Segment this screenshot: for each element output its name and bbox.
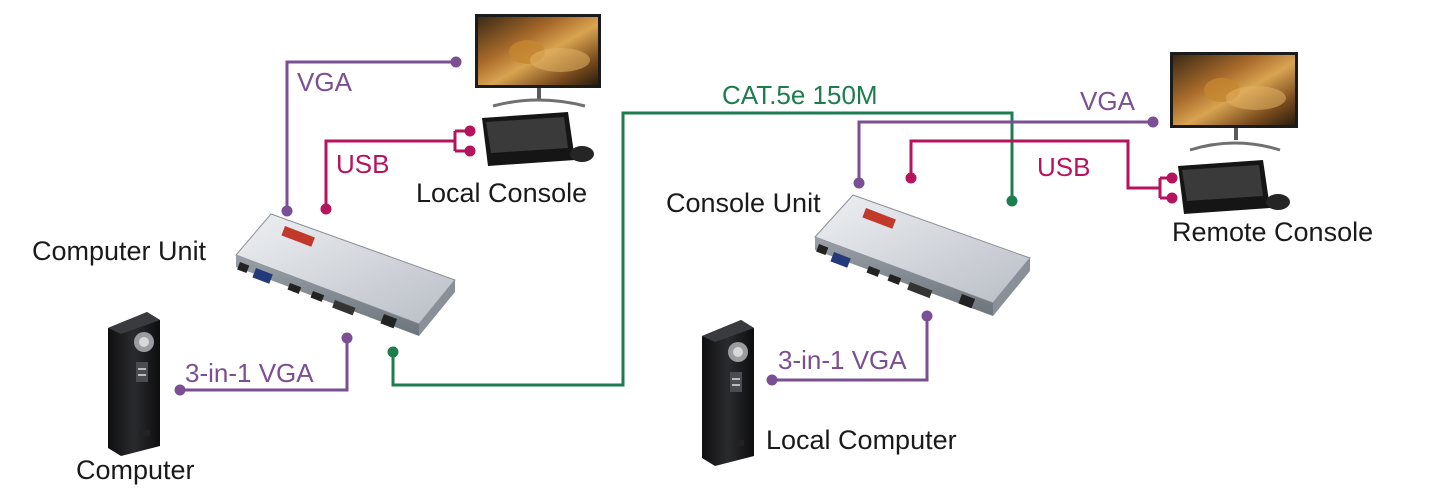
usb-cable-left <box>324 139 455 209</box>
usb-connector-dot <box>464 145 476 157</box>
usb-label: USB <box>336 149 390 179</box>
cat-connector-dot <box>1006 195 1018 207</box>
three-in-one-cable-left <box>180 338 349 392</box>
monitor-icon <box>475 14 601 108</box>
pc-tower-icon <box>702 320 754 466</box>
usb-connector-dot <box>1166 172 1178 184</box>
vga-cable-left <box>285 60 456 211</box>
kvm-extender-icon <box>235 213 456 336</box>
vga-connector-dot <box>174 384 186 396</box>
cat-cable <box>391 111 1014 387</box>
usb-connector-dot <box>905 172 917 184</box>
vga-label: VGA <box>1080 86 1135 116</box>
vga-connector-dot <box>853 177 865 189</box>
pc-tower-icon <box>108 312 160 456</box>
computer-label: Computer <box>76 455 195 485</box>
monitor-icon <box>1170 52 1298 152</box>
vga-label: VGA <box>297 67 352 97</box>
usb-connector-dot <box>464 125 476 137</box>
vga-connector-dot <box>921 310 933 322</box>
three-in-one-vga-label: 3-in-1 VGA <box>185 358 314 388</box>
remote-console-label: Remote Console <box>1172 217 1374 247</box>
usb-connector-dot <box>320 203 332 215</box>
computer-unit-label: Computer Unit <box>32 236 207 266</box>
cat-cable-label: CAT.5e 150M <box>722 80 878 110</box>
usb-cable-right <box>909 139 1160 190</box>
local-computer-label: Local Computer <box>766 425 957 455</box>
three-in-one-cable-right <box>772 316 929 382</box>
local-console-label: Local Console <box>416 178 588 208</box>
vga-connector-dot <box>341 332 353 344</box>
vga-connector-dot <box>281 205 293 217</box>
kvm-extender-icon <box>814 194 1031 316</box>
vga-connector-dot <box>450 56 462 68</box>
vga-connector-dot <box>1147 116 1159 128</box>
cat-connector-dot <box>387 346 399 358</box>
keyboard-mouse-icon <box>482 112 594 166</box>
vga-cable-right <box>857 120 1153 183</box>
vga-connector-dot <box>766 374 778 386</box>
console-unit-label: Console Unit <box>666 188 821 218</box>
usb-connector-dot <box>1166 192 1178 204</box>
keyboard-mouse-icon <box>1178 160 1290 214</box>
three-in-one-vga-label: 3-in-1 VGA <box>778 345 907 375</box>
usb-label: USB <box>1037 152 1091 182</box>
